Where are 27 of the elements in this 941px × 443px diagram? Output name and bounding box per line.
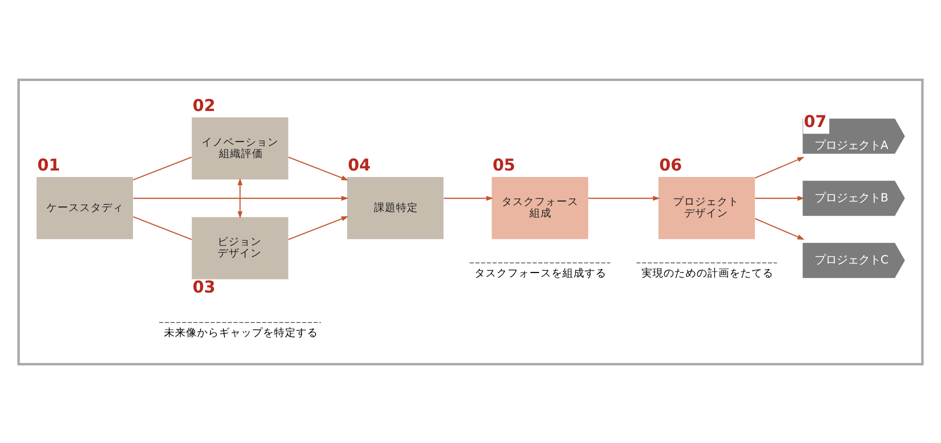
- node-label: 03: [192, 276, 216, 296]
- label: タスクフォースを組成する: [474, 266, 607, 279]
- node-box: イノベーション組織評価: [192, 116, 288, 179]
- arrow: [754, 218, 804, 240]
- connector: [132, 156, 192, 180]
- arrow: [288, 216, 348, 240]
- node-box: プロジェクトデザイン: [658, 176, 755, 239]
- connector: [132, 216, 192, 240]
- node-box: ケーススタディ: [36, 176, 133, 239]
- cluster: [17, 78, 924, 365]
- arrow: [444, 195, 494, 200]
- node-label: 06: [659, 155, 682, 174]
- node-label: 05: [492, 155, 516, 174]
- node-label: 04: [348, 155, 371, 174]
- arrow: [238, 178, 243, 218]
- node-box: ビジョンデザイン: [192, 216, 288, 279]
- node-label: 02: [192, 95, 216, 114]
- label: 実現のための計画をたてる: [641, 266, 774, 279]
- node-box: タスクフォース組成: [492, 176, 588, 239]
- arrow: [755, 195, 805, 200]
- arrow: [754, 156, 804, 178]
- arrow: [288, 156, 348, 180]
- node-box: 課題特定: [347, 176, 444, 239]
- label: 未来像からギャップを特定する: [164, 325, 318, 338]
- arrow: [133, 195, 348, 200]
- arrow: [588, 195, 660, 200]
- node-label: 01: [37, 155, 60, 174]
